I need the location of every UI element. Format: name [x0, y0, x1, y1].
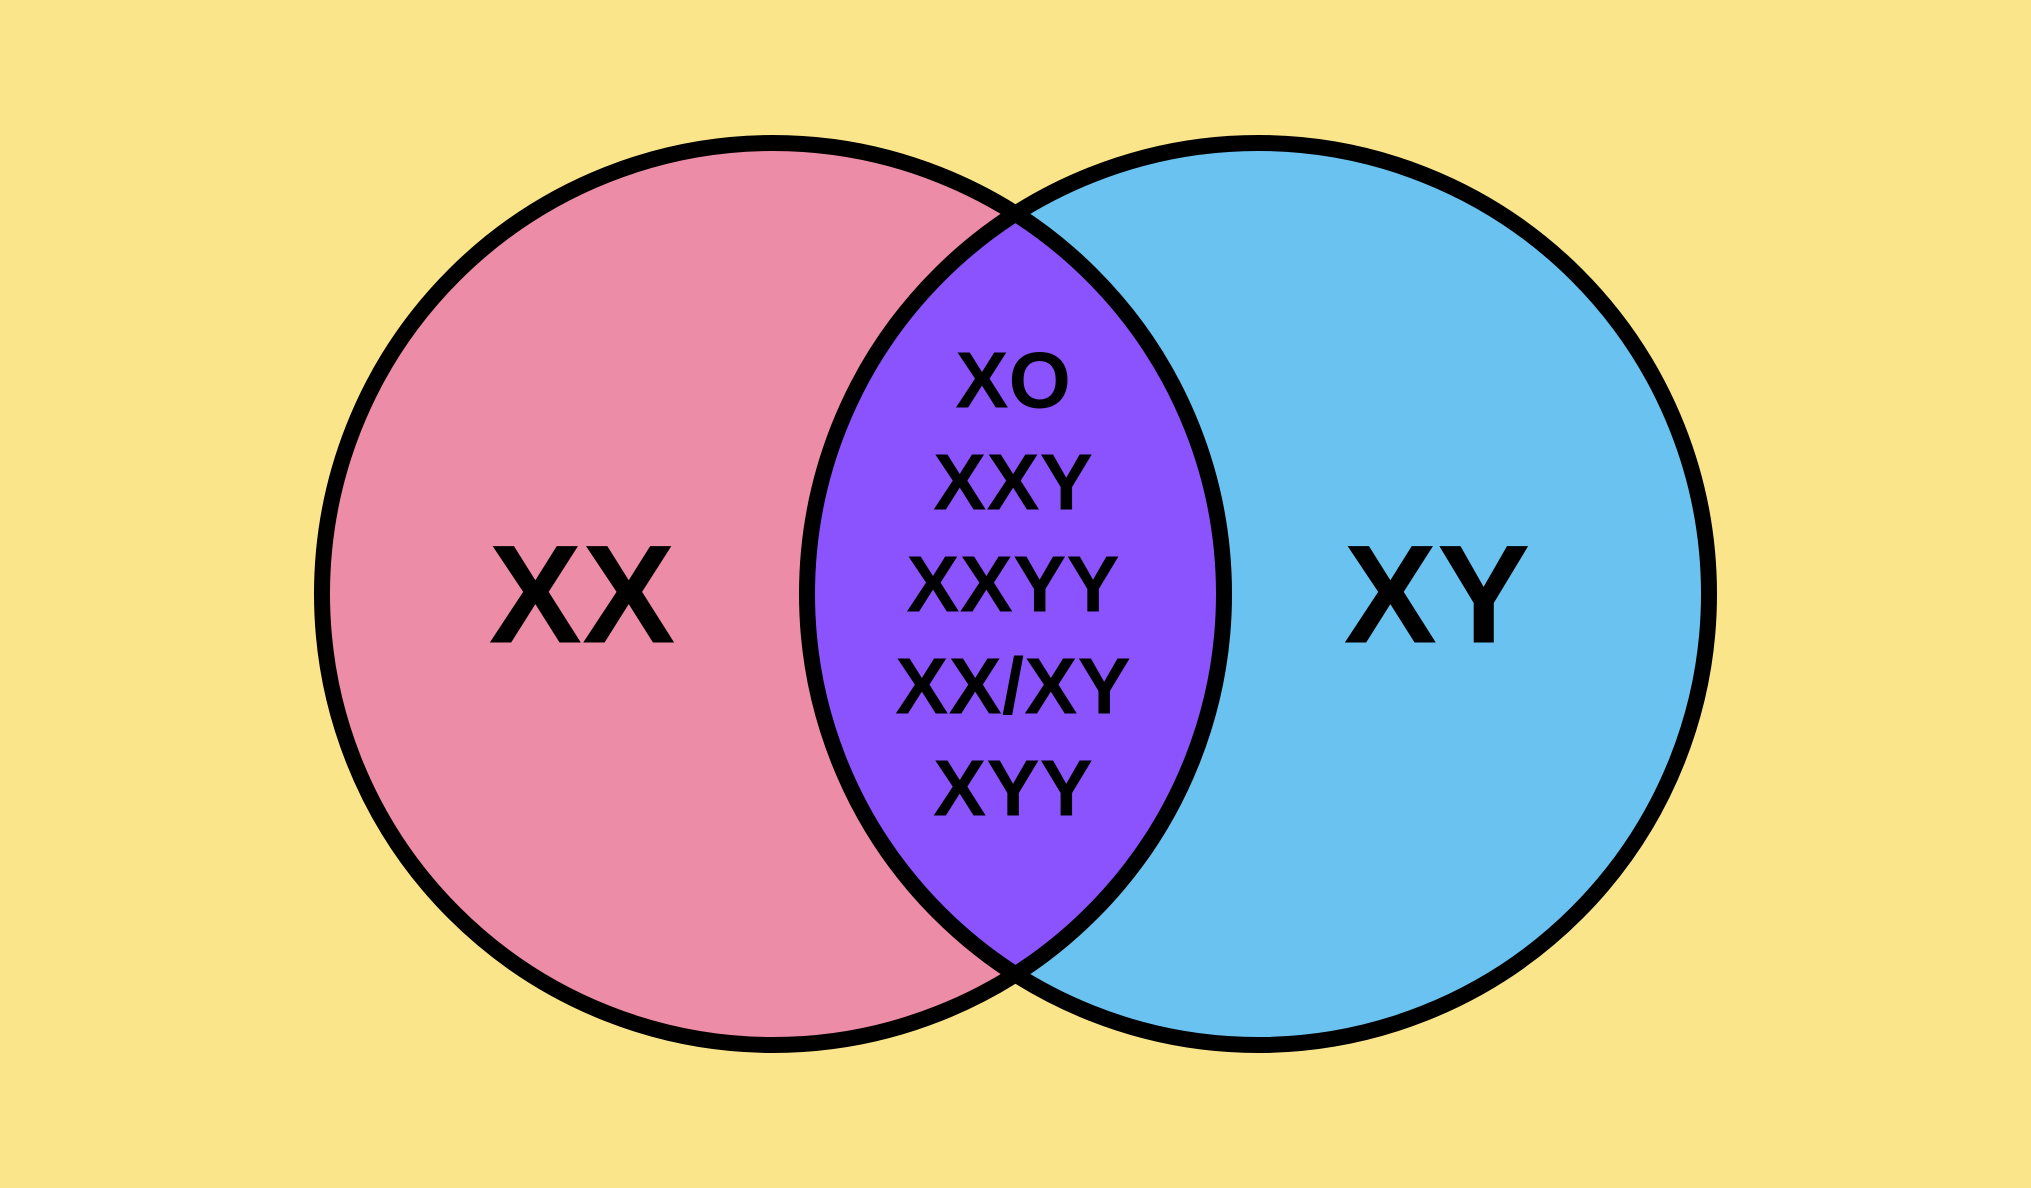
set-intersection-region: [807, 143, 1224, 1045]
left-set-label: XX: [489, 516, 676, 673]
intersection-item-xx-xy: XX/XY: [895, 642, 1131, 731]
set-outline-left: [314, 135, 1232, 1053]
right-set-label: XY: [1344, 516, 1531, 673]
set-outline-right: [799, 135, 1717, 1053]
intersection-item-xo: XO: [955, 336, 1071, 425]
intersection-item-xxyy: XXYY: [906, 540, 1119, 629]
intersection-item-xxy: XXY: [933, 438, 1093, 527]
intersection-item-xyy: XYY: [933, 744, 1093, 833]
